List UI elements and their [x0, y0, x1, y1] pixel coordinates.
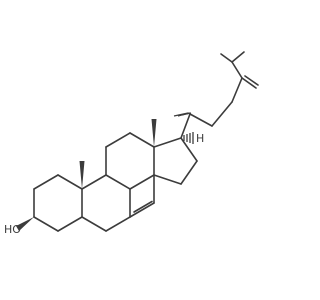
methyl-c21-hash — [173, 112, 192, 117]
ring-c — [105, 132, 155, 190]
methyl-c18-wedge — [151, 119, 157, 147]
hydroxyl-wedge — [16, 217, 34, 231]
h17-hash — [183, 132, 194, 144]
methylene-double-bond — [241, 75, 259, 89]
steroid-skeletal-formula: HO H — [4, 51, 259, 236]
ring-b — [81, 174, 131, 232]
side-chain — [180, 51, 245, 139]
double-bond-c7-c8 — [129, 200, 155, 218]
ring-a — [33, 174, 83, 232]
structure-canvas: HO H — [4, 51, 259, 236]
ring-d — [153, 137, 198, 185]
hydroxyl-label: HO — [4, 223, 21, 236]
h17-label: H — [196, 132, 204, 145]
methyl-c19-wedge — [79, 161, 85, 189]
